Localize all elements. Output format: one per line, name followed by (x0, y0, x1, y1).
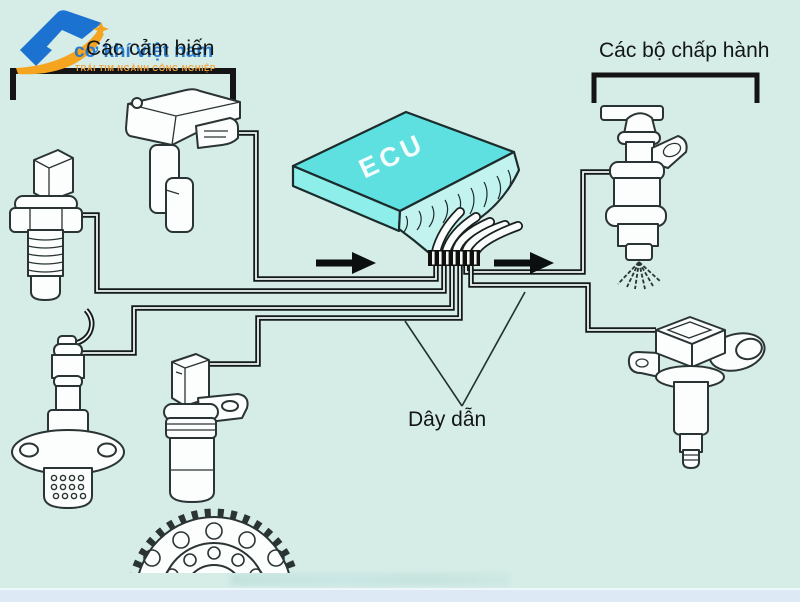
ecu-box: ECU (291, 110, 523, 266)
gear-holes (143, 522, 285, 573)
ecu-cables (431, 207, 523, 257)
reluctor-gear-illustration (130, 508, 298, 573)
fuel-injector-illustration (600, 105, 688, 290)
actuators-group-label: Các bộ chấp hành (599, 39, 770, 62)
wire-harness (72, 130, 656, 367)
actuators-bracket (591, 72, 760, 103)
brand-logo (16, 10, 109, 75)
perforation-dots (50, 474, 87, 500)
harness-connector-strip (428, 250, 480, 266)
ignition-coil-illustration (627, 316, 766, 469)
flow-arrow-left (316, 252, 376, 274)
coolant-temp-sensor-illustration (9, 149, 83, 301)
logo-swoosh-icon (16, 10, 109, 75)
wire-pointer-lines (404, 291, 526, 407)
boot-wrinkles (403, 169, 512, 233)
flow-arrow-right (494, 252, 554, 274)
footer-band (0, 588, 800, 602)
sensors-bracket (10, 68, 236, 100)
oxygen-sensor-illustration (11, 308, 125, 509)
faint-watermark (230, 573, 510, 586)
watermark-tagline-text: TRÁI TIM NGÀNH CÔNG NGHIỆP (75, 64, 216, 73)
watermark-brand-text: cơ khí việt nam (74, 41, 214, 62)
sensors-group-label: Các cảm biến (86, 37, 215, 60)
crank-position-sensor-illustration (163, 353, 249, 503)
maf-sensor-illustration (125, 88, 241, 233)
star-icon (93, 22, 109, 36)
spray-lines (617, 261, 662, 290)
wire-harness-label: Dây dẫn (408, 408, 487, 431)
